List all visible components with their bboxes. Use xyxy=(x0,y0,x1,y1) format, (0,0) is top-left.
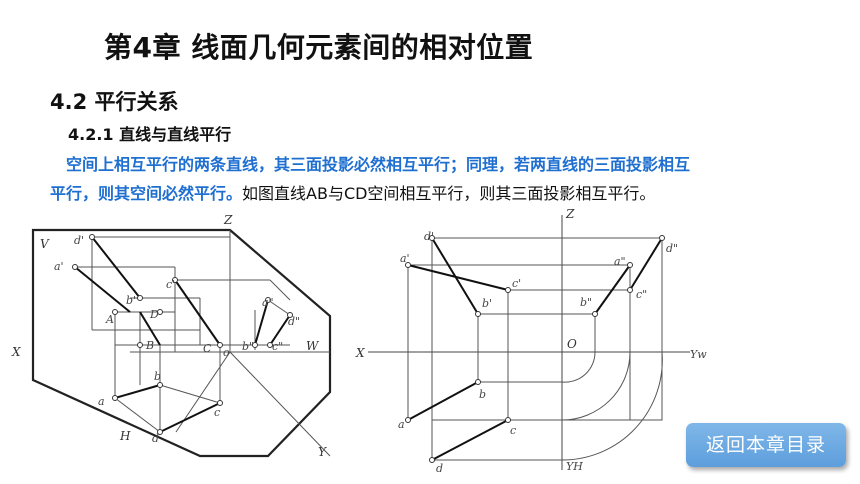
left-figure-labels: X Y Z V H W o A B C D a b c d a' b' c' d… xyxy=(11,213,327,459)
svg-text:H: H xyxy=(119,429,131,443)
svg-text:c": c" xyxy=(272,340,283,353)
svg-text:a": a" xyxy=(262,296,274,309)
svg-text:Z: Z xyxy=(223,213,233,227)
svg-text:o: o xyxy=(223,346,230,359)
svg-text:A: A xyxy=(105,313,114,326)
svg-text:d: d xyxy=(436,462,443,475)
right-orthographic-figure xyxy=(368,215,690,470)
svg-text:b": b" xyxy=(580,296,592,309)
svg-text:b: b xyxy=(154,370,161,383)
svg-text:c': c' xyxy=(512,277,521,290)
svg-text:c: c xyxy=(510,424,516,437)
svg-text:YH: YH xyxy=(566,460,583,473)
svg-text:X: X xyxy=(355,346,365,360)
svg-text:c': c' xyxy=(166,278,175,291)
svg-text:Y: Y xyxy=(318,445,327,459)
svg-text:W: W xyxy=(306,339,320,353)
svg-text:d": d" xyxy=(288,315,300,328)
svg-text:a': a' xyxy=(400,252,410,265)
svg-text:O: O xyxy=(567,337,577,351)
svg-text:c: c xyxy=(214,406,220,419)
page-title: 第4章 线面几何元素间的相对位置 xyxy=(104,31,534,64)
svg-text:c": c" xyxy=(636,288,647,301)
svg-text:C: C xyxy=(203,342,212,355)
highlight-text-line2: 平行，则其空间必然平行。 xyxy=(50,184,243,203)
body-paragraph: 空间上相互平行的两条直线，其三面投影必然相互平行；同理，若两直线的三面投影相互 … xyxy=(50,150,830,208)
svg-text:a: a xyxy=(398,418,405,431)
svg-text:B: B xyxy=(145,339,154,352)
right-figure-labels: X Z O Yw YH a b c d a' b' c' d' a" b" c"… xyxy=(355,207,707,475)
svg-text:b': b' xyxy=(482,297,492,310)
svg-text:d": d" xyxy=(666,242,678,255)
svg-text:a: a xyxy=(98,395,105,408)
svg-text:b": b" xyxy=(242,340,254,353)
svg-text:Z: Z xyxy=(565,207,575,221)
subsection-heading: 4.2.1 直线与直线平行 xyxy=(68,125,232,144)
svg-text:b': b' xyxy=(126,294,136,307)
normal-text: 如图直线AB与CD空间相互平行，则其三面投影相互平行。 xyxy=(242,184,656,203)
svg-text:X: X xyxy=(11,345,21,359)
svg-text:V: V xyxy=(40,237,50,251)
svg-text:Yw: Yw xyxy=(690,348,707,361)
back-to-chapter-button[interactable]: 返回本章目录 xyxy=(686,423,846,467)
left-axonometric-figure xyxy=(31,228,332,458)
svg-text:d': d' xyxy=(424,230,434,243)
svg-text:D: D xyxy=(149,308,159,321)
svg-text:a': a' xyxy=(54,260,64,273)
svg-text:d: d xyxy=(152,432,159,445)
svg-text:d': d' xyxy=(74,234,84,247)
section-heading: 4.2 平行关系 xyxy=(50,90,179,114)
svg-text:b: b xyxy=(479,388,486,401)
svg-text:a": a" xyxy=(614,255,626,268)
highlight-text-line1: 空间上相互平行的两条直线，其三面投影必然相互平行；同理，若两直线的三面投影相互 xyxy=(66,155,691,174)
